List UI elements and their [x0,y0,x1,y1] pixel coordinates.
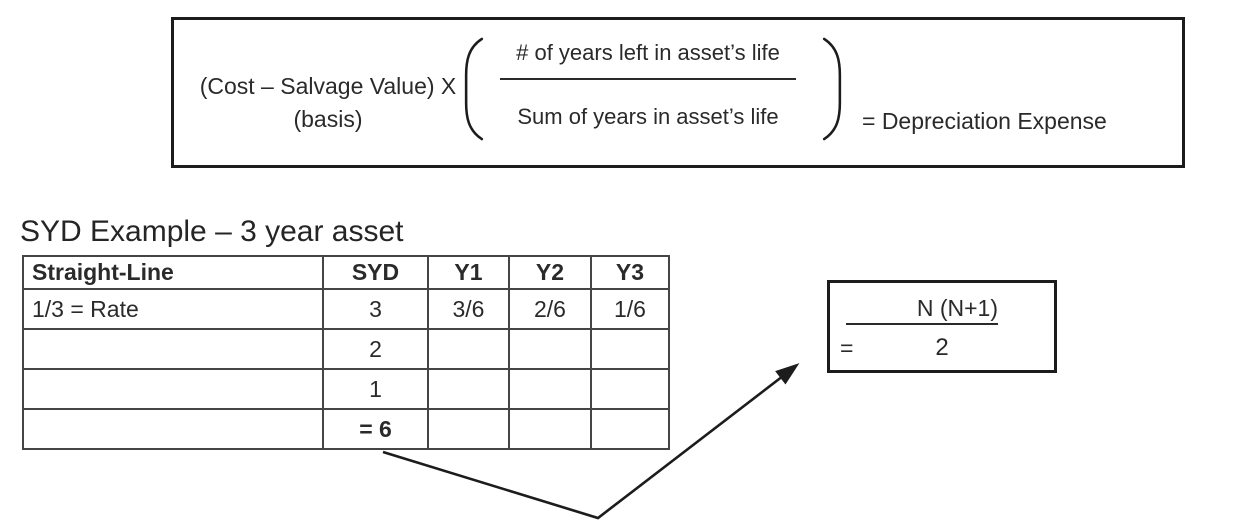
sum-formula-denominator: 2 [935,334,949,361]
table-cell: 1/3 = Rate [22,288,324,330]
table-header-straight-line: Straight-Line [22,255,324,290]
table-cell [427,408,510,450]
formula-factor: (Cost – Salvage Value) X (basis) [182,70,474,136]
formula-result: = Depreciation Expense [862,108,1107,134]
table-row: 2 [22,328,670,370]
close-parenthesis-icon [822,37,842,141]
fraction-denominator: Sum of years in asset’s life [517,104,779,129]
table-cell: 1 [322,368,429,410]
table-header-y2: Y2 [508,255,592,290]
table-cell [427,328,510,370]
table-row: = 6 [22,408,670,450]
table-cell [508,408,592,450]
table-cell: = 6 [322,408,429,450]
formula-fraction: # of years left in asset’s life Sum of y… [492,38,804,132]
open-parenthesis-icon [464,37,484,141]
table-header-syd: SYD [322,255,429,290]
table-cell: 3 [322,288,429,330]
syd-sum-formula-box: N (N+1) = 2 [827,280,1057,373]
sum-formula-numerator: N (N+1) [846,293,998,325]
formula-factor-line1: (Cost – Salvage Value) X [199,73,457,99]
table-row: 1 [22,368,670,410]
formula-factor-line2: (basis) [293,106,363,132]
table-cell [427,368,510,410]
table-header-y3: Y3 [590,255,670,290]
example-title: SYD Example – 3 year asset [20,215,404,248]
table-cell: 2 [322,328,429,370]
table-cell [508,328,592,370]
table-cell [22,368,324,410]
table-cell: 2/6 [508,288,592,330]
table-header-y1: Y1 [427,255,510,290]
table-cell [508,368,592,410]
depreciation-formula-box: (Cost – Salvage Value) X (basis) # of ye… [171,17,1185,168]
table-cell [590,408,670,450]
table-cell [590,368,670,410]
table-cell [22,408,324,450]
table-cell [590,328,670,370]
fraction-bar [500,78,796,80]
fraction-numerator: # of years left in asset’s life [516,40,780,65]
sum-formula-equals: = [840,335,854,361]
table-cell [22,328,324,370]
table-cell: 3/6 [427,288,510,330]
table-cell: 1/6 [590,288,670,330]
